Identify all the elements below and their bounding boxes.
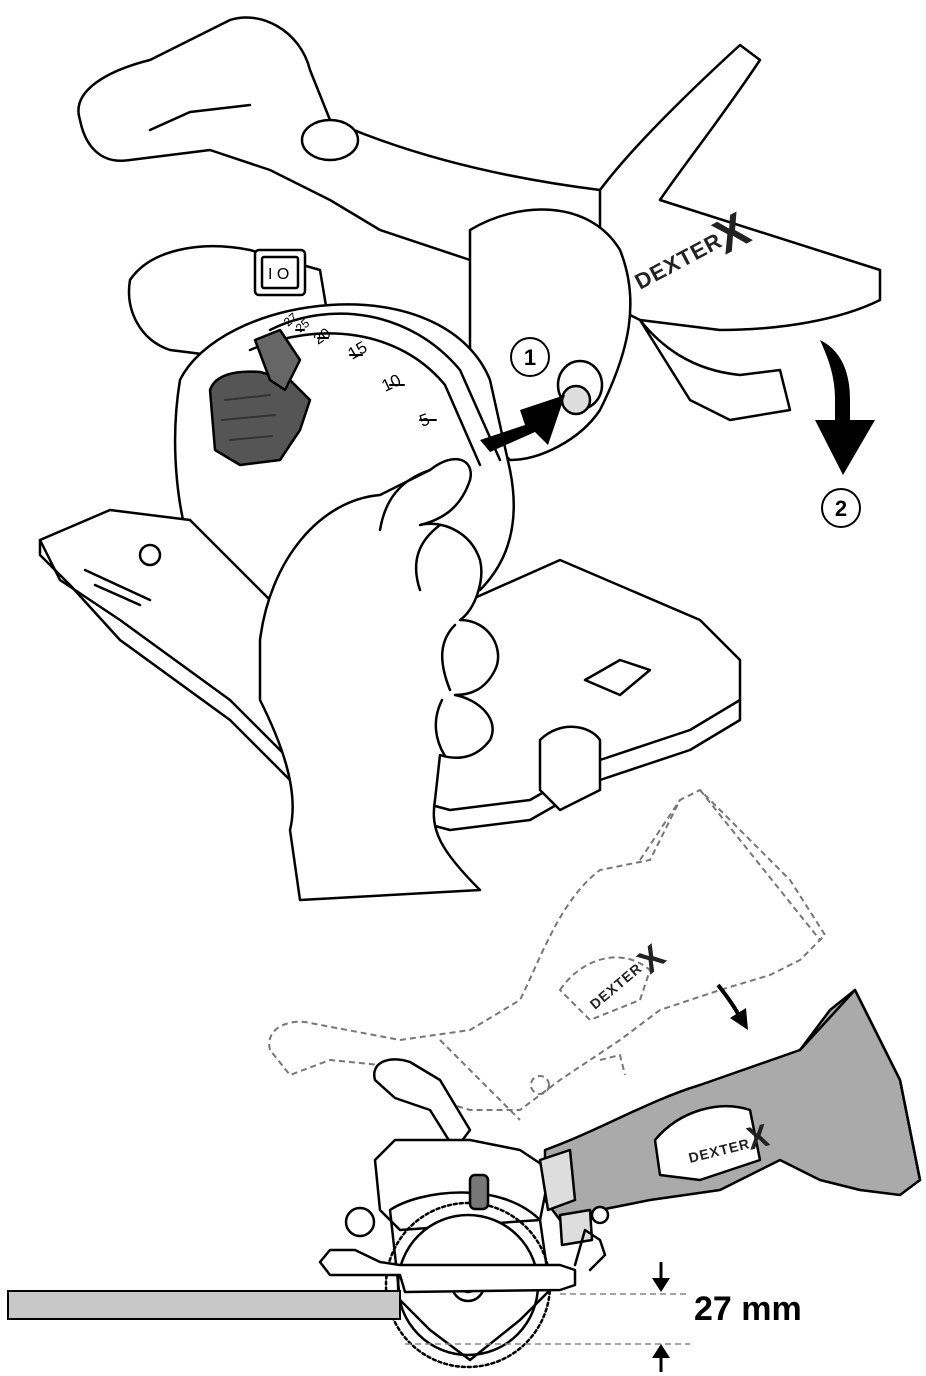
bevel-lock-knob bbox=[208, 370, 312, 467]
main-grip bbox=[543, 988, 922, 1222]
bevel-lock-small bbox=[468, 1173, 490, 1211]
bevel-ticks bbox=[295, 329, 437, 421]
cut-depth-label: 27 mm bbox=[694, 1290, 802, 1328]
depth-dimension bbox=[405, 1293, 690, 1345]
battery-grip bbox=[598, 43, 882, 332]
saw-ghost-raised bbox=[268, 789, 826, 1121]
operator-hand bbox=[258, 458, 500, 902]
lower-arrow bbox=[815, 340, 875, 475]
handle-hole bbox=[300, 118, 360, 162]
step-2-marker: 2 bbox=[821, 488, 861, 528]
step-1-marker: 1 bbox=[510, 337, 550, 377]
rear-handle bbox=[77, 16, 642, 272]
saw-top-view: I O bbox=[38, 16, 882, 902]
bevel-scale-arc bbox=[268, 312, 502, 462]
brand-logo-ghost: DEXTER bbox=[587, 960, 645, 1013]
depth-arrows bbox=[652, 1262, 670, 1372]
scale-20: 20 bbox=[311, 325, 334, 348]
base-plate-bottom bbox=[318, 1248, 577, 1294]
front-handle bbox=[373, 1058, 472, 1152]
saw-plunged bbox=[318, 988, 922, 1369]
svg-text:1: 1 bbox=[524, 345, 536, 370]
push-arrow bbox=[480, 395, 565, 452]
workpiece-board bbox=[7, 1290, 401, 1320]
svg-text:2: 2 bbox=[835, 496, 847, 521]
switch-label: I O bbox=[268, 266, 289, 283]
